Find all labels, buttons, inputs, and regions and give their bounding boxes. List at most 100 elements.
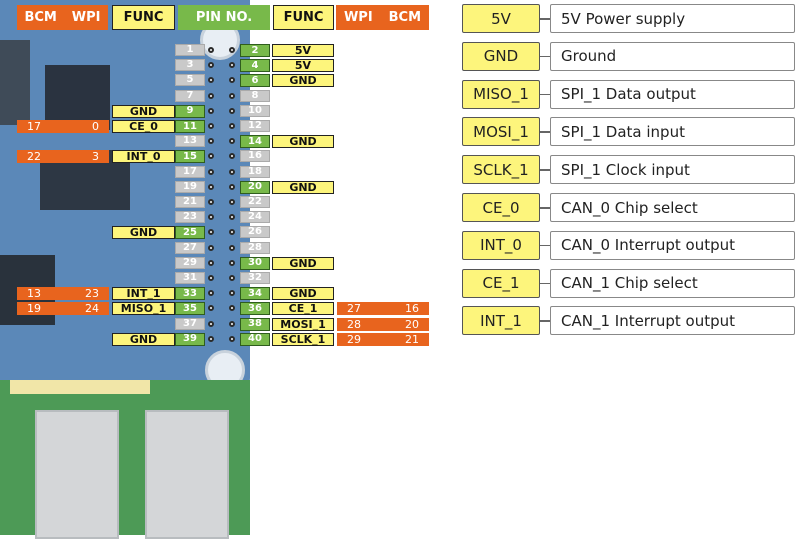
pin-contact-dot xyxy=(208,77,214,84)
header-bcm-label: BCM xyxy=(388,10,422,25)
legend-description: CAN_1 Interrupt output xyxy=(550,306,795,336)
pin-function-left: INT_0 xyxy=(112,150,175,164)
legend-connector xyxy=(540,282,550,285)
bcm-number: 20 xyxy=(405,317,419,331)
pin-contact-dot xyxy=(208,259,214,266)
pin-contact-dot xyxy=(208,107,214,114)
legend-connector xyxy=(540,55,550,58)
gpio-number-right: 28 20 xyxy=(337,317,429,331)
pin-number-left: 7 xyxy=(175,89,205,102)
pin-contact-dot xyxy=(229,138,235,145)
legend-connector xyxy=(540,93,550,96)
pin-contact-dot xyxy=(229,244,235,251)
pin-contact-dot xyxy=(229,107,235,114)
pin-number-left: 29 xyxy=(175,256,205,269)
pin-number-left: 17 xyxy=(175,165,205,178)
header-bcm-wpi-left: BCM WPI xyxy=(17,5,108,30)
pin-function-left: GND xyxy=(112,226,175,240)
pin-number-left: 25 xyxy=(175,226,205,240)
header-wpi-label: WPI xyxy=(71,10,101,25)
pin-function-right: 5V xyxy=(272,44,334,57)
pin-number-left: 1 xyxy=(175,44,205,56)
pin-contact-dot xyxy=(208,123,214,129)
pin-contact-dot xyxy=(229,92,235,99)
pin-number-left: 9 xyxy=(175,104,205,118)
pin-contact-dot xyxy=(229,275,235,281)
pin-contact-dot xyxy=(229,199,235,205)
pin-function-right: MOSI_1 xyxy=(272,317,334,331)
header-func-right: FUNC xyxy=(273,5,334,30)
pin-contact-dot xyxy=(208,290,214,297)
legend-key: INT_0 xyxy=(462,230,540,260)
header-pin-no-label: PIN NO. xyxy=(195,10,253,25)
legend-connector xyxy=(540,131,550,133)
pin-number-right: 4 xyxy=(240,59,270,73)
pin-contact-dot xyxy=(229,183,235,190)
pin-number-right: 36 xyxy=(240,302,270,316)
pin-contact-dot xyxy=(208,153,214,160)
pin-number-right: 2 xyxy=(240,44,270,57)
pin-contact-dot xyxy=(208,214,214,221)
pin-number-right: 10 xyxy=(240,104,270,117)
pin-number-right: 24 xyxy=(240,211,270,224)
pin-number-right: 6 xyxy=(240,74,270,88)
bcm-number: 21 xyxy=(405,332,419,346)
pin-number-right: 14 xyxy=(240,135,270,149)
pin-number-left: 13 xyxy=(175,135,205,148)
pin-number-right: 40 xyxy=(240,332,270,346)
pin-function-right: GND xyxy=(272,135,334,149)
pin-contact-dot xyxy=(208,244,214,251)
hat-board-photo xyxy=(0,0,250,390)
usb-port-left xyxy=(35,410,119,539)
pin-number-left: 33 xyxy=(175,287,205,301)
pin-function-right: GND xyxy=(272,287,334,301)
legend-key: INT_1 xyxy=(462,306,540,336)
legend-connector xyxy=(540,18,550,20)
header-wpi-label: WPI xyxy=(343,10,373,25)
pin-number-left: 15 xyxy=(175,150,205,164)
pin-contact-dot xyxy=(208,47,214,53)
wpi-number: 28 xyxy=(347,317,361,331)
pin-number-left: 31 xyxy=(175,272,205,284)
pin-number-left: 27 xyxy=(175,241,205,254)
pin-contact-dot xyxy=(229,214,235,221)
connector-chip xyxy=(0,40,30,125)
legend-connector xyxy=(540,244,550,247)
pin-function-right: CE_1 xyxy=(272,302,334,316)
pin-contact-dot xyxy=(229,123,235,129)
pin-number-left: 35 xyxy=(175,302,205,316)
legend-key: CE_1 xyxy=(462,268,540,298)
legend-description: SPI_1 Data input xyxy=(550,117,795,147)
pin-function-right: GND xyxy=(272,180,334,194)
pin-function-left: INT_1 xyxy=(112,287,175,301)
pin-number-right: 28 xyxy=(240,241,270,254)
legend-description: Ground xyxy=(550,41,795,71)
legend-key: MISO_1 xyxy=(462,79,540,109)
wpi-number: 29 xyxy=(347,332,361,346)
pin-number-right: 18 xyxy=(240,165,270,178)
pin-number-left: 11 xyxy=(175,120,205,133)
pin-function-left: GND xyxy=(112,104,175,118)
legend-connector xyxy=(540,320,550,322)
wpi-number: 24 xyxy=(85,302,99,316)
pin-contact-dot xyxy=(208,199,214,205)
pin-contact-dot xyxy=(208,168,214,175)
gpio-number-right: 29 21 xyxy=(337,332,429,346)
bcm-number: 22 xyxy=(27,150,41,164)
pin-function-right: SCLK_1 xyxy=(272,332,334,346)
wpi-number: 27 xyxy=(347,302,361,316)
wpi-number: 0 xyxy=(92,120,99,133)
pin-contact-dot xyxy=(229,290,235,297)
legend-key: 5V xyxy=(462,4,540,33)
legend-key: GND xyxy=(462,41,540,71)
can-controller-chip xyxy=(45,65,110,130)
pin-number-right: 12 xyxy=(240,120,270,132)
pin-number-right: 8 xyxy=(240,89,270,102)
pin-contact-dot xyxy=(208,305,214,312)
pin-number-left: 23 xyxy=(175,211,205,224)
pin-number-right: 30 xyxy=(240,256,270,270)
